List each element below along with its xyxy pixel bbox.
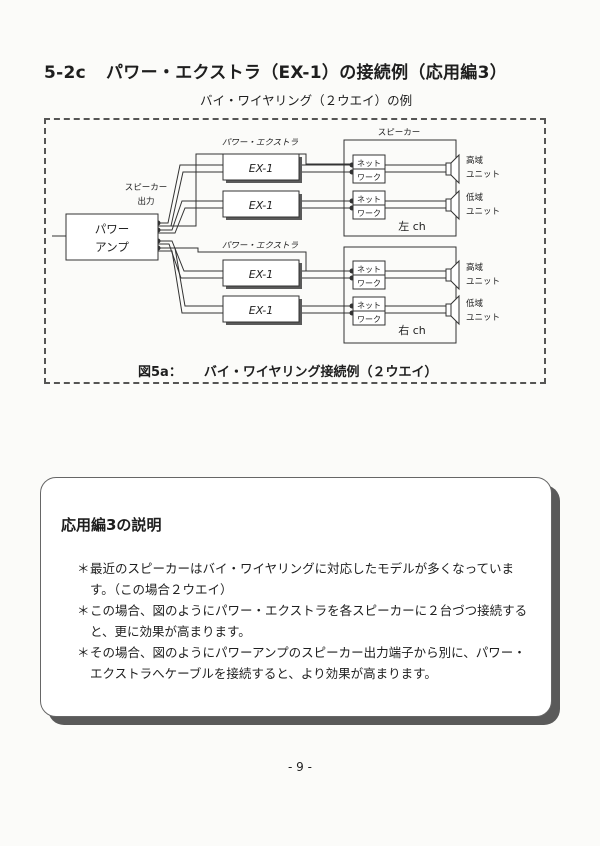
unit-label-rl-2: ユニット: [466, 313, 500, 323]
note-title: 応用編3の説明: [61, 516, 162, 534]
unit-label-lh-1: 高域: [466, 155, 484, 166]
diagram-subtitle: バイ・ワイヤリング（２ウエイ）の例: [200, 93, 413, 108]
speaker-out-label-1: スピーカー: [125, 183, 168, 193]
ex1-unit-4: EX-1: [222, 295, 302, 325]
driver-right-low-icon: [445, 294, 460, 326]
power-extra-label-top: パワー・エクストラ: [222, 138, 299, 148]
network-label-d: ワーク: [357, 209, 381, 218]
note-text: 最近のスピーカーはバイ・ワイヤリングに対応したモデルが多くなっています。（この場…: [90, 561, 515, 597]
note-box: 応用編3の説明 ＊最近のスピーカーはバイ・ワイヤリングに対応したモデルが多くなっ…: [40, 477, 552, 717]
network-label-h: ワーク: [357, 315, 381, 324]
network-label-c: ネット: [357, 195, 381, 204]
caption-fig-number: 図5a：: [138, 365, 182, 380]
ex1-label-3: EX-1: [249, 268, 273, 281]
speaker-out-label-2: 出力: [137, 196, 154, 207]
speaker-right-box: [343, 246, 457, 344]
note-text: その場合、図のようにパワーアンプのスピーカー出力端子から別に、パワー・エクストラ…: [90, 645, 526, 681]
terminal-dots: [155, 162, 355, 316]
bullet-mark: ＊: [77, 603, 90, 618]
unit-label-rh-1: 高域: [466, 262, 484, 273]
driver-left-high-icon: [445, 153, 460, 185]
ex1-unit-1: EX-1: [222, 153, 302, 183]
section-number: 5-2c: [44, 63, 86, 83]
page-title: 5-2c パワー・エクストラ（EX-1）の接続例（応用編3）: [44, 58, 507, 83]
power-extra-label-bottom: パワー・エクストラ: [222, 241, 299, 251]
power-amp-box: [65, 213, 159, 261]
figure-frame: パワー アンプ スピーカー 出力 パワー・エクストラ パワー・エクストラ EX-…: [44, 118, 546, 384]
driver-right-high-icon: [445, 259, 460, 291]
figure-caption: 図5a： バイ・ワイヤリング接続例（２ウエイ）: [138, 361, 437, 380]
network-label-f: ワーク: [357, 279, 381, 288]
power-amp-label-1: パワー: [95, 222, 130, 236]
network-label-b: ワーク: [357, 173, 381, 182]
ex1-label-1: EX-1: [249, 162, 273, 175]
list-item: ＊この場合、図のようにパワー・エクストラを各スピーカーに２台づつ接続すると、更に…: [77, 600, 537, 642]
bullet-mark: ＊: [77, 645, 90, 660]
note-text: この場合、図のようにパワー・エクストラを各スピーカーに２台づつ接続すると、更に効…: [90, 603, 528, 639]
unit-label-ll-1: 低域: [466, 192, 484, 203]
unit-label-rh-2: ユニット: [466, 277, 500, 287]
unit-label-lh-2: ユニット: [466, 170, 500, 180]
ex1-label-4: EX-1: [249, 304, 273, 317]
bullet-mark: ＊: [77, 561, 90, 576]
network-label-e: ネット: [357, 265, 381, 274]
ex1-unit-3: EX-1: [222, 259, 302, 289]
speaker-left-box: [343, 139, 457, 237]
right-ch-label: 右 ch: [398, 323, 426, 337]
network-label-a: ネット: [357, 159, 381, 168]
caption-text: バイ・ワイヤリング接続例（２ウエイ）: [203, 365, 438, 380]
list-item: ＊最近のスピーカーはバイ・ワイヤリングに対応したモデルが多くなっています。（この…: [77, 558, 537, 600]
network-label-g: ネット: [357, 301, 381, 310]
ex1-unit-2: EX-1: [222, 190, 302, 220]
note-list: ＊最近のスピーカーはバイ・ワイヤリングに対応したモデルが多くなっています。（この…: [77, 558, 537, 684]
list-item: ＊その場合、図のようにパワーアンプのスピーカー出力端子から別に、パワー・エクスト…: [77, 642, 537, 684]
wiring-diagram: パワー アンプ スピーカー 出力 パワー・エクストラ パワー・エクストラ EX-…: [52, 128, 500, 344]
speaker-driver-icons: [445, 153, 460, 326]
section-title: パワー・エクストラ（EX-1）の接続例（応用編3）: [106, 63, 508, 83]
speaker-label: スピーカー: [378, 128, 421, 138]
unit-label-ll-2: ユニット: [466, 207, 500, 217]
unit-label-rl-1: 低域: [466, 298, 484, 309]
page-number: - 9 -: [288, 760, 312, 774]
left-ch-label: 左 ch: [398, 220, 426, 233]
ex1-label-2: EX-1: [249, 199, 273, 212]
driver-left-low-icon: [445, 189, 460, 221]
power-amp-label-2: アンプ: [95, 240, 129, 254]
